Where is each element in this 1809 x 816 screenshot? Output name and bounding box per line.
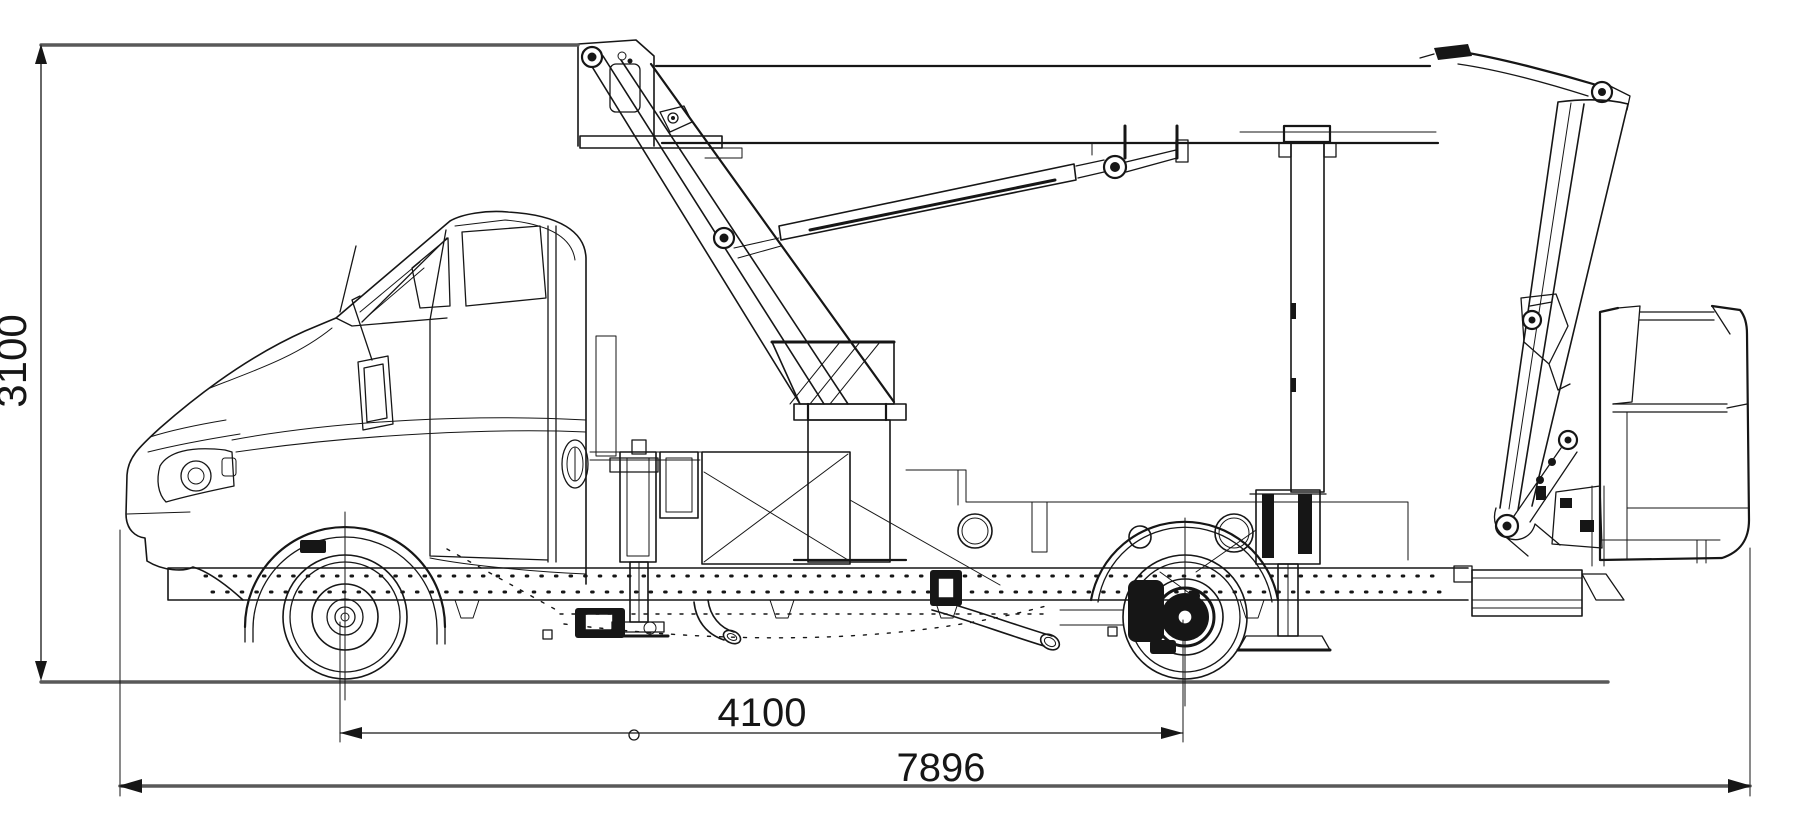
arrowhead-right	[1161, 727, 1183, 739]
telescopic-boom	[577, 39, 1440, 405]
wiper	[359, 261, 425, 317]
cab-silhouette	[125, 210, 587, 601]
pedestal-column	[807, 419, 891, 563]
headlight	[157, 448, 235, 503]
sheave-bracket	[659, 105, 693, 133]
roof-rail	[454, 219, 576, 261]
rear-tire	[1122, 554, 1248, 680]
front-rim	[311, 583, 379, 651]
windshield	[335, 237, 448, 327]
arrowhead-up	[35, 44, 47, 64]
basket-top-rail	[1612, 305, 1731, 405]
turret-flange	[793, 403, 907, 421]
dimension-label-wheelbase: 4100	[718, 691, 807, 735]
front-tire	[282, 554, 408, 680]
turret-pedestal	[770, 340, 908, 563]
door-window	[461, 225, 547, 307]
body-crease	[231, 417, 587, 453]
air-tank	[957, 513, 993, 549]
rear-stabilizer-jack	[1159, 489, 1332, 652]
cab-headboard	[595, 335, 617, 457]
differential-housing	[1128, 580, 1164, 642]
boom-head	[577, 39, 743, 159]
work-basket	[1598, 304, 1751, 564]
articulated-jib	[1419, 44, 1631, 567]
arrowhead-down	[35, 661, 47, 681]
boom-section-lines	[582, 51, 849, 405]
dimension-overall-length: 7896	[118, 529, 1752, 797]
hood-line	[147, 327, 333, 453]
rocker-step	[126, 511, 587, 575]
door-handle	[561, 439, 589, 489]
hydraulic-tank	[659, 451, 699, 519]
leveling-bracket	[1520, 293, 1571, 391]
ground-marker	[542, 629, 553, 640]
dimension-label-height: 3100	[0, 314, 35, 407]
basket-outline	[1598, 304, 1751, 562]
chassis-frame	[167, 335, 1469, 640]
support-mast	[1278, 124, 1337, 493]
equipment-box	[701, 451, 851, 565]
ground-marker	[1107, 626, 1118, 637]
front-stabilizer-jack	[604, 439, 670, 638]
truck-cab	[125, 210, 589, 645]
quarter-window	[411, 237, 451, 309]
front-wheel	[282, 511, 408, 701]
arrowhead-left	[118, 779, 142, 793]
air-tank	[1214, 513, 1254, 553]
dimension-label-length: 7896	[897, 746, 986, 790]
jib-arm	[1499, 99, 1629, 511]
rear-wheel	[1059, 517, 1280, 707]
headlight-lens	[180, 460, 212, 492]
mirror	[351, 295, 394, 431]
exhaust-pipes	[693, 599, 1061, 651]
basket-bracket	[1551, 485, 1603, 549]
basket-mid-rail	[1612, 403, 1748, 413]
rear-overhang-beam	[1453, 565, 1625, 617]
lift-cylinder	[733, 139, 1189, 259]
arrowhead-right	[1728, 779, 1752, 793]
jib-head-cap	[1434, 44, 1472, 60]
door-outline	[429, 225, 557, 563]
arrowhead-left	[340, 727, 362, 739]
dimension-wheelbase: 4100	[339, 619, 1184, 743]
dimension-overall-height: 3100	[0, 43, 580, 681]
